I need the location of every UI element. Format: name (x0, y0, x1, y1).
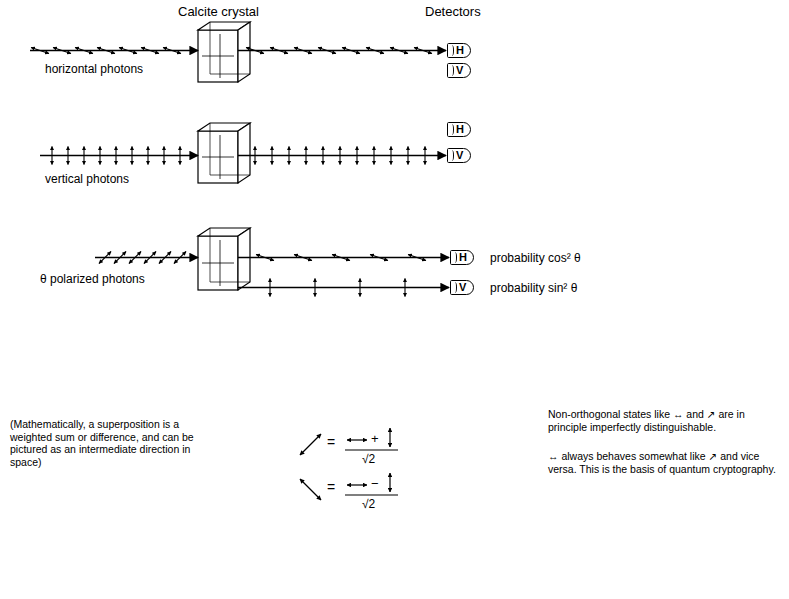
polarization-mark (270, 48, 288, 54)
caption-label: horizontal photons (45, 62, 143, 76)
polarization-mark (288, 147, 289, 165)
caption-label: vertical photons (45, 172, 129, 186)
polarization-mark (254, 147, 255, 165)
polarization-mark (408, 255, 426, 261)
detector-label: V (459, 281, 466, 293)
detector: V (447, 148, 471, 163)
photon-beam (238, 50, 446, 52)
polarization-mark (359, 279, 360, 297)
note-text: ↔ always behaves somewhat like ↗ and vic… (548, 450, 786, 475)
polarization-mark (141, 48, 159, 54)
caption-label: probability cos² θ (490, 251, 581, 265)
detector-label: V (456, 64, 463, 76)
calcite-crystal (198, 228, 250, 290)
calcite-crystal (198, 22, 250, 82)
detector-label: V (456, 149, 463, 161)
calcite-crystal (198, 123, 250, 183)
polarization-mark (256, 255, 274, 261)
fraction-bar (345, 449, 398, 450)
polarization-mark (99, 252, 111, 264)
polarization-mark (163, 48, 181, 54)
diagonal-arrow (300, 434, 321, 455)
polarization-mark (114, 252, 126, 264)
polarization-mark (294, 255, 312, 261)
detector: V (447, 63, 471, 78)
polarization-mark (246, 48, 264, 54)
detector: V (450, 280, 474, 295)
polarization-mark (404, 279, 405, 297)
detector-label: H (456, 123, 464, 135)
polarization-mark (390, 48, 408, 54)
polarization-mark (314, 279, 315, 297)
polarization-mark (407, 147, 408, 165)
photon-beam (238, 155, 446, 157)
equation-symbol: = (327, 434, 335, 451)
detector: H (450, 250, 474, 265)
polarization-mark (342, 48, 360, 54)
polarization-mark (159, 252, 171, 264)
polarization-mark (356, 147, 357, 165)
polarization-mark (174, 252, 186, 264)
polarization-mark (271, 147, 272, 165)
polarization-mark (294, 48, 312, 54)
photon-beam (40, 155, 198, 157)
polarization-mark (318, 48, 336, 54)
polarization-mark (99, 147, 100, 165)
equation-symbol: √2 (362, 497, 375, 511)
polarization-mark (339, 147, 340, 165)
detector-label: H (459, 251, 467, 263)
polarization-mark (332, 255, 350, 261)
polarization-mark (305, 147, 306, 165)
polarization-mark (144, 252, 156, 264)
polarization-mark (31, 48, 49, 54)
diagonal-arrow (300, 479, 321, 500)
caption-label: Calcite crystal (178, 4, 259, 20)
polarization-mark (53, 48, 71, 54)
polarization-mark (370, 255, 388, 261)
caption-label: Detectors (425, 4, 481, 20)
vertical-arrow (389, 473, 390, 492)
horizontal-arrow (347, 484, 367, 485)
photon-beam (95, 257, 198, 259)
polarization-mark (414, 48, 432, 54)
fraction-bar (345, 494, 398, 495)
equation-symbol: = (327, 479, 335, 496)
polarization-mark (131, 147, 132, 165)
detector: H (447, 43, 471, 58)
polarization-mark (373, 147, 374, 165)
equation-symbol: √2 (362, 452, 375, 466)
polarization-mark (269, 279, 270, 297)
equation-symbol: + (371, 431, 379, 447)
polarization-mark (67, 147, 68, 165)
equation-symbol: − (371, 476, 379, 492)
polarization-mark (51, 147, 52, 165)
horizontal-arrow (347, 439, 367, 440)
polarization-mark (163, 147, 164, 165)
detector: H (447, 122, 471, 137)
polarization-mark (424, 147, 425, 165)
polarization-mark (179, 147, 180, 165)
polarization-mark (83, 147, 84, 165)
polarization-mark (115, 147, 116, 165)
polarization-mark (97, 48, 115, 54)
caption-label: probability sin² θ (490, 281, 577, 295)
note-text: (Mathematically, a superposition is a we… (10, 418, 205, 468)
caption-label: θ polarized photons (40, 272, 145, 286)
polarization-mark (75, 48, 93, 54)
polarization-mark (322, 147, 323, 165)
vertical-arrow (389, 428, 390, 447)
polarization-mark (390, 147, 391, 165)
polarization-mark (129, 252, 141, 264)
polarization-mark (147, 147, 148, 165)
detector-label: H (456, 44, 464, 56)
polarization-mark (119, 48, 137, 54)
polarization-mark (366, 48, 384, 54)
note-text: Non-orthogonal states like ↔ and ↗ are i… (548, 408, 786, 433)
